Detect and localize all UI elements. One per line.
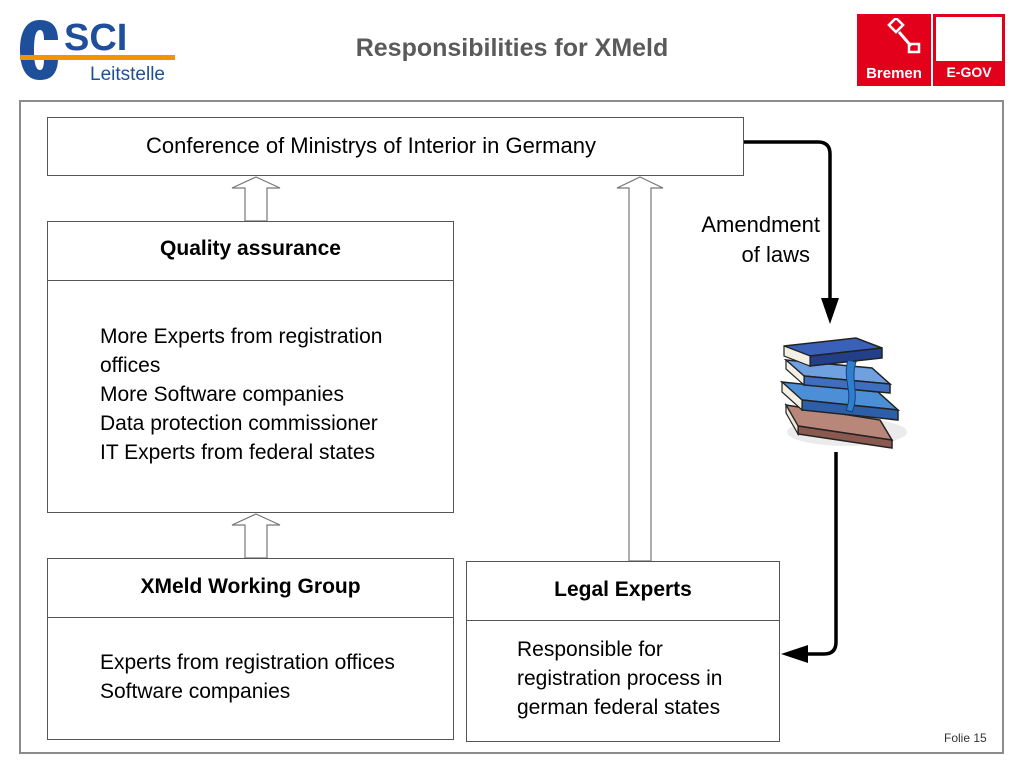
bremen-logo-text: Bremen <box>866 65 922 82</box>
legal-experts-title: Legal Experts <box>554 578 692 601</box>
divider <box>48 280 453 281</box>
books-icon <box>779 337 907 449</box>
list-item: Software companies <box>100 680 291 703</box>
egov-logo-text: E-GOV <box>936 61 1002 83</box>
divider <box>467 620 779 621</box>
conference-label: Conference of Ministrys of Interior in G… <box>146 133 596 158</box>
working-group-box: XMeld Working Group Experts from registr… <box>47 558 454 740</box>
list-item: Experts from registration offices <box>100 651 395 674</box>
arrow-qa-to-conference <box>231 176 281 222</box>
list-item: Data protection commissioner <box>100 412 378 435</box>
amendment-label: Amendment of laws <box>678 210 820 270</box>
list-item: Responsible for <box>517 638 663 661</box>
conference-box: Conference of Ministrys of Interior in G… <box>47 117 744 176</box>
osci-logo: SCI Leitstelle <box>18 12 183 88</box>
working-group-title: XMeld Working Group <box>140 575 361 598</box>
list-item: german federal states <box>517 696 721 719</box>
arrow-legal-to-conference <box>616 176 664 562</box>
osci-o-shape <box>20 20 58 80</box>
quality-assurance-list: More Experts from registration offices M… <box>100 322 382 467</box>
legal-experts-box: Legal Experts Responsible for registrati… <box>466 561 780 742</box>
arrow-wg-to-qa <box>231 513 281 559</box>
arrowhead-down <box>821 298 839 324</box>
bremen-logo-block: Bremen <box>857 14 931 86</box>
list-item: offices <box>100 354 161 377</box>
divider <box>48 617 453 618</box>
arrowhead-left <box>781 645 808 663</box>
list-item: registration process in <box>517 667 723 690</box>
slide-number: Folie 15 <box>944 731 987 745</box>
list-item: IT Experts from federal states <box>100 441 376 464</box>
osci-logo-subtitle: Leitstelle <box>90 64 165 85</box>
amendment-label-line1: Amendment <box>701 212 820 237</box>
working-group-list: Experts from registration offices Softwa… <box>100 648 395 706</box>
amendment-label-line2: of laws <box>741 242 810 267</box>
quality-assurance-box: Quality assurance More Experts from regi… <box>47 221 454 513</box>
bremen-logo: Bremen E-GOV <box>857 14 1005 86</box>
legal-experts-list: Responsible for registration process in … <box>517 635 722 722</box>
egov-logo: E-GOV <box>933 14 1005 86</box>
list-item: More Experts from registration <box>100 325 383 348</box>
list-item: More Software companies <box>100 383 344 406</box>
arrow-conference-to-books <box>744 140 832 302</box>
arrow-books-to-legal <box>806 452 838 656</box>
quality-assurance-title: Quality assurance <box>160 237 341 260</box>
osci-logo-text: SCI <box>64 17 127 59</box>
page-title: Responsibilities for XMeld <box>355 34 669 62</box>
key-icon <box>887 18 921 54</box>
